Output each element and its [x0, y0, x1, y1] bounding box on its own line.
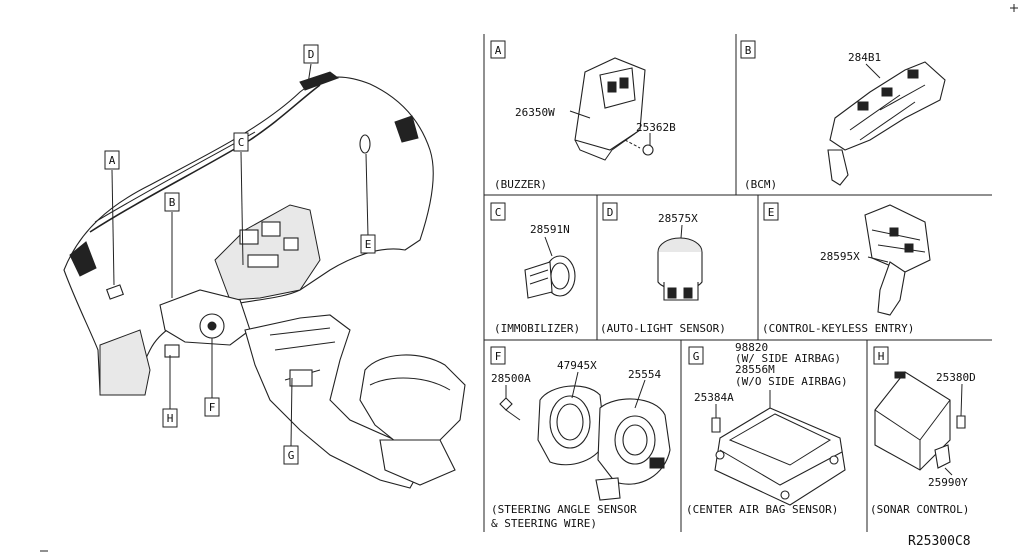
- panel-auto-light-sensor: D 28575X (AUTO-LIGHT SENSOR): [600, 202, 726, 335]
- svg-text:G: G: [693, 350, 700, 363]
- svg-text:& STEERING WIRE): & STEERING WIRE): [491, 517, 597, 530]
- svg-text:28556M: 28556M: [735, 363, 775, 376]
- svg-text:B: B: [745, 44, 752, 57]
- svg-text:284B1: 284B1: [848, 51, 881, 64]
- svg-text:(W/ SIDE AIRBAG): (W/ SIDE AIRBAG): [735, 352, 841, 365]
- callout-a: A: [104, 150, 120, 170]
- diagram-code: R25300C8: [908, 534, 971, 549]
- svg-text:25362B: 25362B: [636, 121, 676, 134]
- panel-grid-lines: [483, 34, 992, 532]
- svg-text:(CENTER AIR BAG SENSOR): (CENTER AIR BAG SENSOR): [686, 503, 838, 516]
- svg-text:(SONAR CONTROL): (SONAR CONTROL): [870, 503, 969, 516]
- svg-text:E: E: [365, 238, 372, 251]
- panel-immobilizer: C 28591N (IMMOBILIZER): [490, 202, 580, 335]
- svg-text:28500A: 28500A: [491, 372, 531, 385]
- panel-buzzer: A 26350W 25362B (BUZZER): [490, 40, 676, 191]
- svg-text:(BCM): (BCM): [744, 178, 777, 191]
- svg-text:F: F: [495, 350, 502, 363]
- callout-g: G: [283, 445, 299, 465]
- svg-text:28595X: 28595X: [820, 250, 860, 263]
- svg-text:F: F: [209, 401, 216, 414]
- svg-text:(W/O SIDE AIRBAG): (W/O SIDE AIRBAG): [735, 375, 848, 388]
- callout-e: E: [360, 234, 376, 254]
- callout-b: B: [164, 192, 180, 212]
- svg-text:D: D: [308, 48, 315, 61]
- svg-text:25990Y: 25990Y: [928, 476, 968, 489]
- panel-center-air-bag-sensor: G 98820 (W/ SIDE AIRBAG) 28556M (W/O SID…: [686, 341, 848, 516]
- svg-text:28591N: 28591N: [530, 223, 570, 236]
- svg-text:H: H: [878, 350, 885, 363]
- svg-text:C: C: [238, 136, 245, 149]
- svg-text:25554: 25554: [628, 368, 661, 381]
- svg-text:(AUTO-LIGHT SENSOR): (AUTO-LIGHT SENSOR): [600, 322, 726, 335]
- panel-steering-angle-sensor: F 28500A 47945X 25554 (STEERING ANGLE SE…: [490, 346, 671, 530]
- svg-text:47945X: 47945X: [557, 359, 597, 372]
- callout-h: H: [162, 408, 178, 428]
- svg-text:G: G: [288, 449, 295, 462]
- callout-c: C: [233, 132, 249, 152]
- dashboard-illustration: [63, 71, 466, 489]
- svg-text:(IMMOBILIZER): (IMMOBILIZER): [494, 322, 580, 335]
- panel-bcm: B 284B1 (BCM): [740, 40, 946, 191]
- callout-d: D: [303, 44, 319, 64]
- svg-text:A: A: [495, 44, 502, 57]
- svg-text:H: H: [167, 412, 174, 425]
- svg-text:(CONTROL-KEYLESS ENTRY): (CONTROL-KEYLESS ENTRY): [762, 322, 914, 335]
- svg-text:D: D: [607, 206, 614, 219]
- panel-keyless-entry: E 28595X (CONTROL-KEYLESS ENTRY): [762, 202, 931, 335]
- svg-text:25380D: 25380D: [936, 371, 976, 384]
- svg-text:26350W: 26350W: [515, 106, 555, 119]
- callout-leaders: [111, 63, 369, 447]
- svg-text:A: A: [109, 154, 116, 167]
- svg-text:25384A: 25384A: [694, 391, 734, 404]
- svg-text:(STEERING ANGLE SENSOR: (STEERING ANGLE SENSOR: [491, 503, 637, 516]
- corner-marks: [40, 4, 1018, 552]
- svg-text:(BUZZER): (BUZZER): [494, 178, 547, 191]
- svg-text:98820: 98820: [735, 341, 768, 354]
- svg-text:B: B: [169, 196, 176, 209]
- svg-text:C: C: [495, 206, 502, 219]
- svg-text:E: E: [768, 206, 775, 219]
- callout-f: F: [204, 397, 220, 417]
- panel-sonar-control: H 25380D 25990Y (SONAR CONTROL): [870, 346, 976, 516]
- svg-text:28575X: 28575X: [658, 212, 698, 225]
